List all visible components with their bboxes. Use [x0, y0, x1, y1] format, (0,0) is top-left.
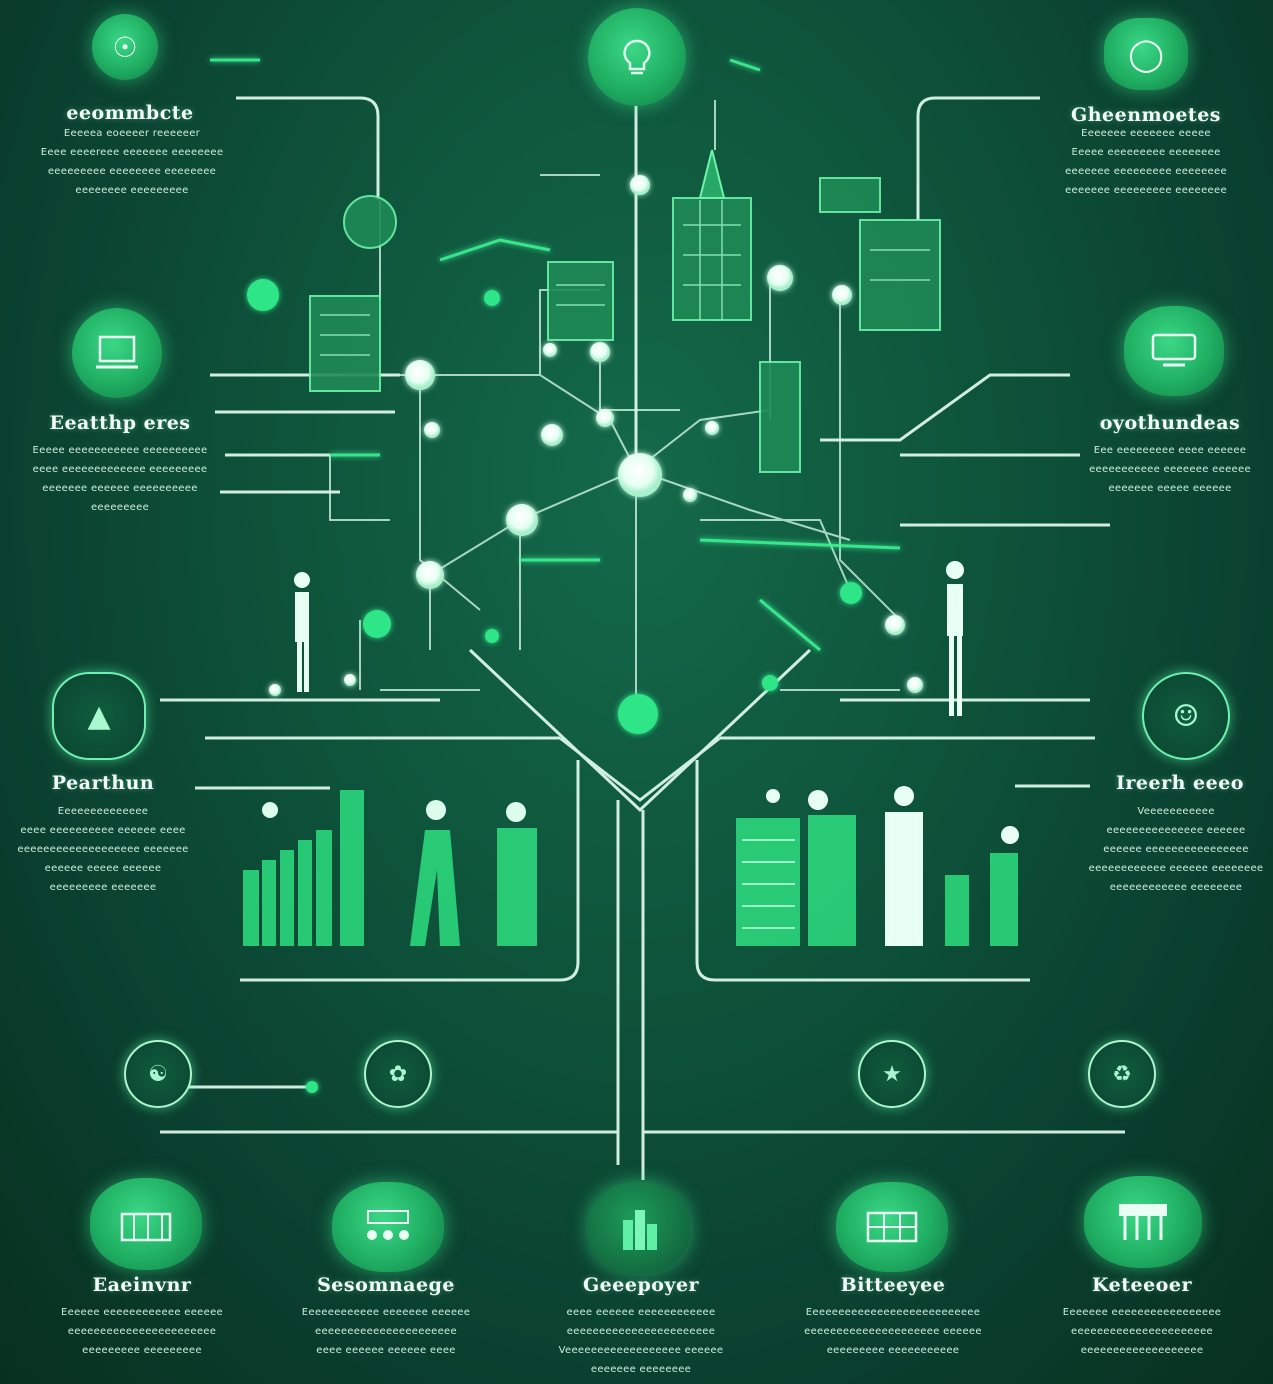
lightbulb-icon: [623, 39, 651, 75]
bottom-title-4: Bitteeyee: [840, 1274, 946, 1296]
mid-left-description: Eeeee eeeeeeeeeee eeeeeeeeee eeee eeeeee…: [32, 445, 208, 513]
leaf-icon: ✿: [388, 1061, 408, 1087]
top-right-title: Gheenmoetes: [1071, 104, 1221, 126]
bottom-description-1: Eeeeee eeeeeeeeeeee eeeeee eeeeeeeeeeeee…: [61, 1307, 223, 1356]
lower-badge-2: ✿: [364, 1040, 432, 1108]
bottom-badge-4: [836, 1182, 948, 1272]
handshake-icon: ☯: [148, 1061, 168, 1087]
laptop-icon: [96, 335, 138, 369]
mid-right-badge: [1124, 306, 1224, 396]
mid-left-badge: [72, 308, 162, 398]
lower-left-badge: ▲: [52, 672, 146, 760]
bottom-badge-1: [90, 1178, 202, 1270]
grid-icon: [866, 1211, 918, 1243]
bottom-title-5: Keteeoer: [1092, 1274, 1192, 1296]
city-icon: [623, 1210, 657, 1250]
bottom-description-5: Eeeeeee eeeeeeeeeeeeeeeee eeeeeeeeeeeeee…: [1062, 1307, 1222, 1356]
lightbulb-icon: ☉: [112, 30, 138, 64]
factory-icon: [120, 1212, 172, 1242]
bottom-title-2: Sesomnaege: [317, 1274, 455, 1296]
mid-right-title: oyothundeas: [1099, 412, 1241, 434]
people-icon: ☺: [1172, 698, 1200, 734]
bottom-title-1: Eaeinvnr: [92, 1274, 192, 1296]
lower-right-description: Veeeeeeeeeee eeeeeeeeeeeeeee eeeeee eeee…: [1088, 806, 1264, 893]
lower-badge-3: ★: [858, 1040, 926, 1108]
lower-left-title: Pearthun: [51, 772, 155, 794]
top-left-description: Eeeeea eoeeeer reeeeeer Eeee eeeereee ee…: [40, 128, 224, 196]
bottom-badge-5: [1084, 1176, 1202, 1268]
building-icon: [1119, 1204, 1167, 1240]
lower-right-title: Ireerh eeeo: [1116, 772, 1244, 794]
mid-left-title: Eeatthp eres: [49, 412, 191, 434]
globe-icon: ◯: [1128, 35, 1164, 73]
bottom-description-3: eeee eeeeee eeeeeeeeeeee eeeeeeeeeeeeeee…: [558, 1307, 724, 1375]
top-left-title: eeommbcte: [66, 102, 194, 124]
top-right-description: Eeeeeee eeeeeee eeeee Eeeee eeeeeeeee ee…: [1065, 128, 1227, 196]
lower-left-description: Eeeeeeeeeeeeee eeee eeeeeeeeee eeeeee ee…: [17, 806, 189, 893]
monitor-icon: [1151, 333, 1197, 367]
top-center-badge: [588, 8, 686, 106]
lower-badge-1: ☯: [124, 1040, 192, 1108]
network-icon: ▲: [87, 698, 111, 734]
bottom-title-3: Geeepoyer: [582, 1274, 700, 1296]
bottom-description-4: Eeeeeeeeeeeeeeeeeeeeeeeeeee eeeeeeeeeeee…: [804, 1307, 982, 1356]
top-left-badge: ☉: [92, 14, 158, 80]
top-right-badge: ◯: [1104, 18, 1188, 90]
person-icon: ★: [882, 1061, 902, 1087]
mid-right-description: Eee eeeeeeeee eeee eeeeee eeeeeeeeeee ee…: [1089, 445, 1251, 494]
bottom-badge-2: [332, 1182, 444, 1272]
lower-badge-4: ♻: [1088, 1040, 1156, 1108]
bottom-badge-3: [588, 1182, 690, 1274]
recycle-icon: ♻: [1112, 1061, 1132, 1087]
bottom-description-2: Eeeeeeeeeeee eeeeeee eeeeee eeeeeeeeeeee…: [301, 1307, 471, 1356]
lower-right-badge: ☺: [1142, 672, 1230, 760]
server-icon: [367, 1210, 409, 1240]
